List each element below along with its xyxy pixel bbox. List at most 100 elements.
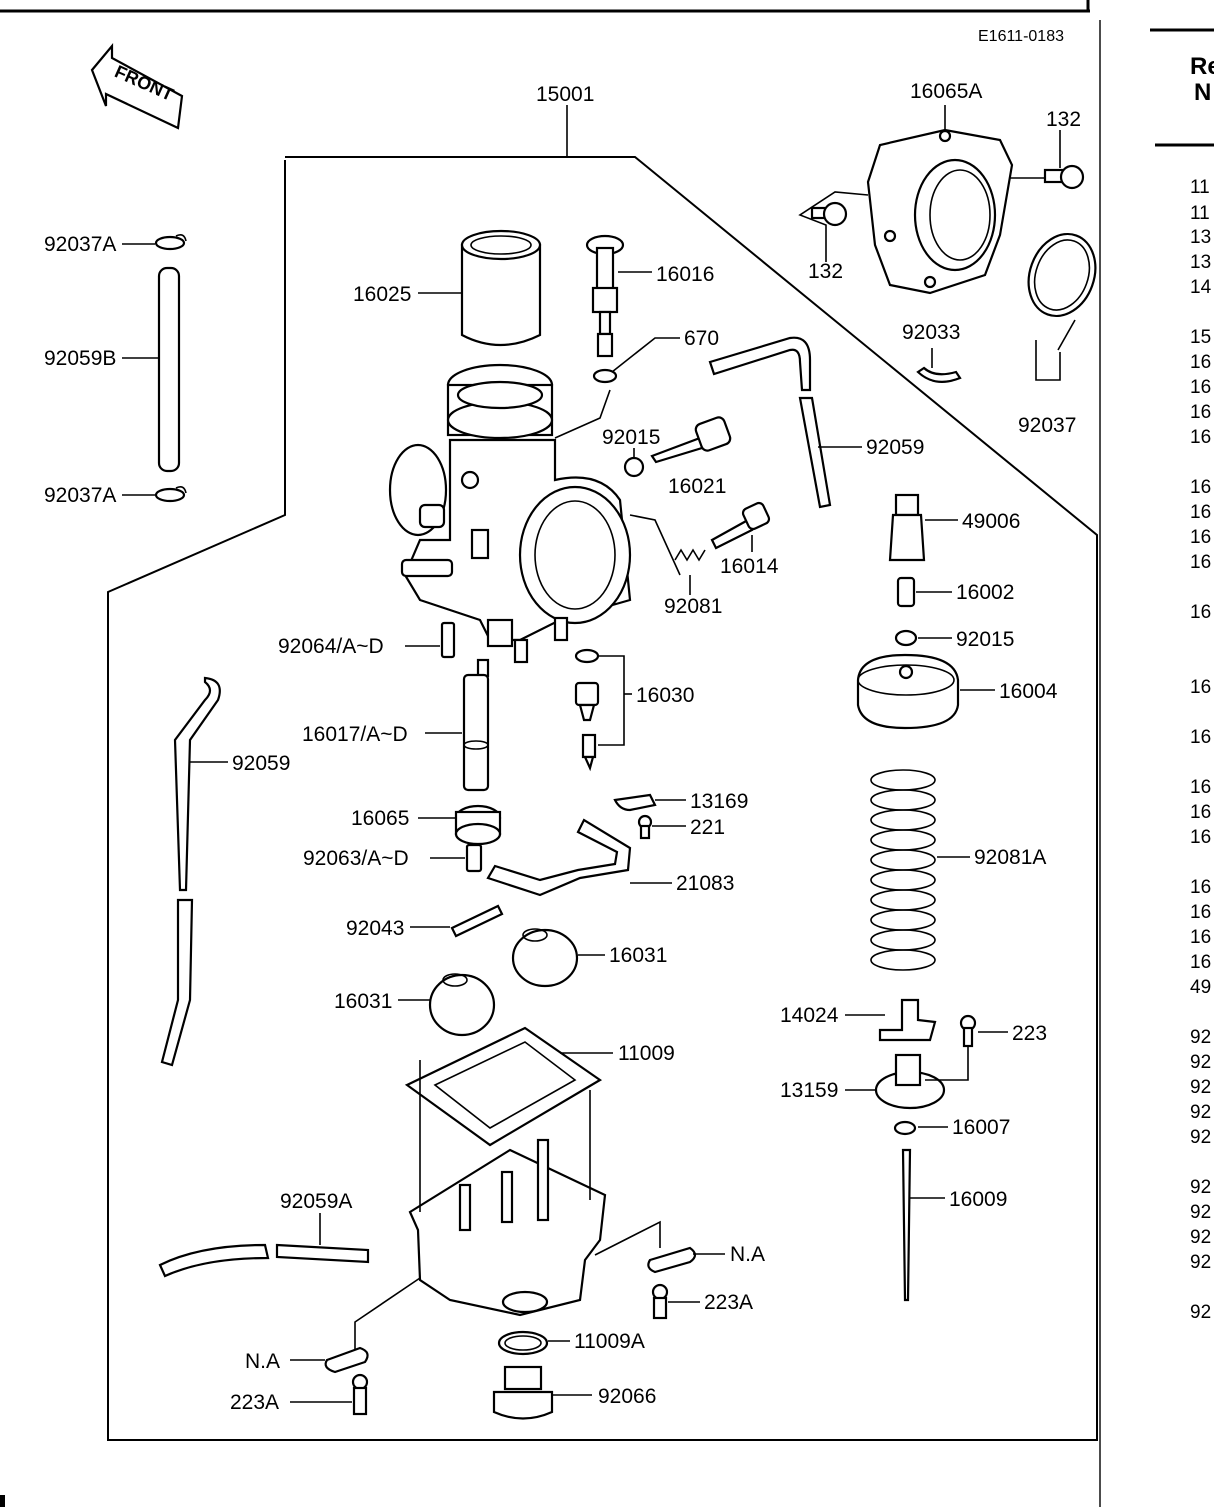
needle-retainer-plate <box>878 998 937 1042</box>
label-11009A: 11009A <box>574 1330 645 1353</box>
leader-lines <box>122 105 1061 1403</box>
vent-hose-right <box>708 336 812 392</box>
assembly-frame <box>107 156 1098 1441</box>
label-221: 221 <box>690 816 725 839</box>
mixing-chamber-top <box>856 653 960 730</box>
label-16009: 16009 <box>949 1188 1007 1211</box>
retainer-screw <box>959 1014 977 1048</box>
label-15001: 15001 <box>536 83 594 106</box>
ref-item: 92 <box>1190 1202 1211 1223</box>
corner-mark <box>0 1495 5 1507</box>
throttle-slide <box>460 229 542 347</box>
ref-item: 15 <box>1190 327 1211 348</box>
float-chamber-gasket <box>404 1026 603 1147</box>
ref-item: 16 <box>1190 877 1211 898</box>
needle-clip <box>893 1120 917 1136</box>
label-13169: 13169 <box>690 790 748 813</box>
label-16021: 16021 <box>668 475 726 498</box>
label-92063: 92063/A~D <box>303 847 409 870</box>
ref-item: 13 <box>1190 252 1211 273</box>
bowl-screw-left <box>351 1373 369 1416</box>
label-16065A: 16065A <box>910 80 982 103</box>
ref-item: 16 <box>1190 427 1211 448</box>
label-132-left: 132 <box>808 260 843 283</box>
ref-item: 92 <box>1190 1177 1211 1198</box>
ref-item: 11 <box>1190 177 1210 198</box>
plate-screw <box>637 814 653 840</box>
label-16007: 16007 <box>952 1116 1010 1139</box>
reference-column-header-1: Re <box>1190 53 1214 80</box>
drain-plug <box>492 1365 554 1420</box>
label-16017: 16017/A~D <box>302 723 408 746</box>
ref-item: 49 <box>1190 977 1211 998</box>
label-na-right: N.A <box>730 1243 765 1266</box>
vent-hose-left <box>173 676 221 892</box>
float-valve <box>574 648 600 772</box>
ref-item: 16 <box>1190 777 1211 798</box>
label-na-left: N.A <box>245 1350 280 1373</box>
bracket-plate-left <box>324 1346 369 1374</box>
label-16014: 16014 <box>720 555 779 578</box>
ref-item: 16 <box>1190 727 1211 748</box>
ref-item: 92 <box>1190 1227 1211 1248</box>
drawing-code: E1611-0183 <box>978 28 1064 45</box>
intake-manifold <box>866 128 1014 295</box>
main-jet <box>465 843 483 873</box>
manifold-screw-left <box>810 201 848 227</box>
ref-item: 16 <box>1190 377 1211 398</box>
fork-plate <box>613 793 657 812</box>
ref-item: 16 <box>1190 502 1211 523</box>
ref-item: 16 <box>1190 402 1211 423</box>
hose-clamp <box>1027 232 1097 351</box>
ref-item: 16 <box>1190 802 1211 823</box>
label-21083: 21083 <box>676 872 734 895</box>
ref-item: 16 <box>1190 602 1211 623</box>
label-16031-left: 16031 <box>334 990 392 1013</box>
ref-item: 11 <box>1190 203 1210 224</box>
label-92037: 92037 <box>1018 414 1076 437</box>
ref-item: 92 <box>1190 1052 1211 1073</box>
lock-nut <box>894 629 918 647</box>
needle-holder <box>874 1053 946 1110</box>
float-pin <box>450 904 504 938</box>
ref-item: 92 <box>1190 1127 1211 1148</box>
ref-item: 92 <box>1190 1102 1211 1123</box>
vent-hose-right-lower <box>798 396 832 509</box>
float-left <box>428 973 496 1037</box>
needle-jet <box>462 658 490 792</box>
ref-item: 16 <box>1190 952 1211 973</box>
label-223A-left: 223A <box>230 1391 279 1414</box>
ref-item: 16 <box>1190 902 1211 923</box>
throttle-spring <box>870 769 936 971</box>
cable-cap <box>888 493 926 562</box>
drain-tube-left <box>158 1243 270 1278</box>
jet-needle <box>901 1148 912 1302</box>
label-92015-nut: 92015 <box>956 628 1014 651</box>
label-223: 223 <box>1012 1022 1047 1045</box>
main-jet-holder <box>454 804 502 846</box>
air-screw <box>623 416 732 478</box>
o-ring-small <box>592 368 618 384</box>
label-92059-right: 92059 <box>866 436 924 459</box>
label-16031-right: 16031 <box>609 944 667 967</box>
carburetor-body <box>388 363 632 664</box>
label-92064: 92064/A~D <box>278 635 384 658</box>
label-49006: 49006 <box>962 510 1020 533</box>
ref-item: 16 <box>1190 827 1211 848</box>
part-labels: 15001 16065A 132 132 92037A 92059B 92037… <box>44 80 1081 1414</box>
float-chamber <box>408 1138 607 1317</box>
ref-item: 14 <box>1190 277 1212 298</box>
label-92033: 92033 <box>902 321 960 344</box>
ref-item: 16 <box>1190 527 1211 548</box>
vent-hose-left-lower <box>160 898 194 1067</box>
bowl-screw-right <box>651 1283 669 1320</box>
ref-item: 16 <box>1190 677 1211 698</box>
float-arm <box>486 818 632 897</box>
starter-plunger <box>585 234 625 358</box>
ref-item: 92 <box>1190 1252 1211 1273</box>
label-16016: 16016 <box>656 263 714 286</box>
label-92015-air: 92015 <box>602 426 660 449</box>
label-14024: 14024 <box>780 1004 839 1027</box>
ref-item: 16 <box>1190 552 1211 573</box>
ref-item: 13 <box>1190 227 1211 248</box>
